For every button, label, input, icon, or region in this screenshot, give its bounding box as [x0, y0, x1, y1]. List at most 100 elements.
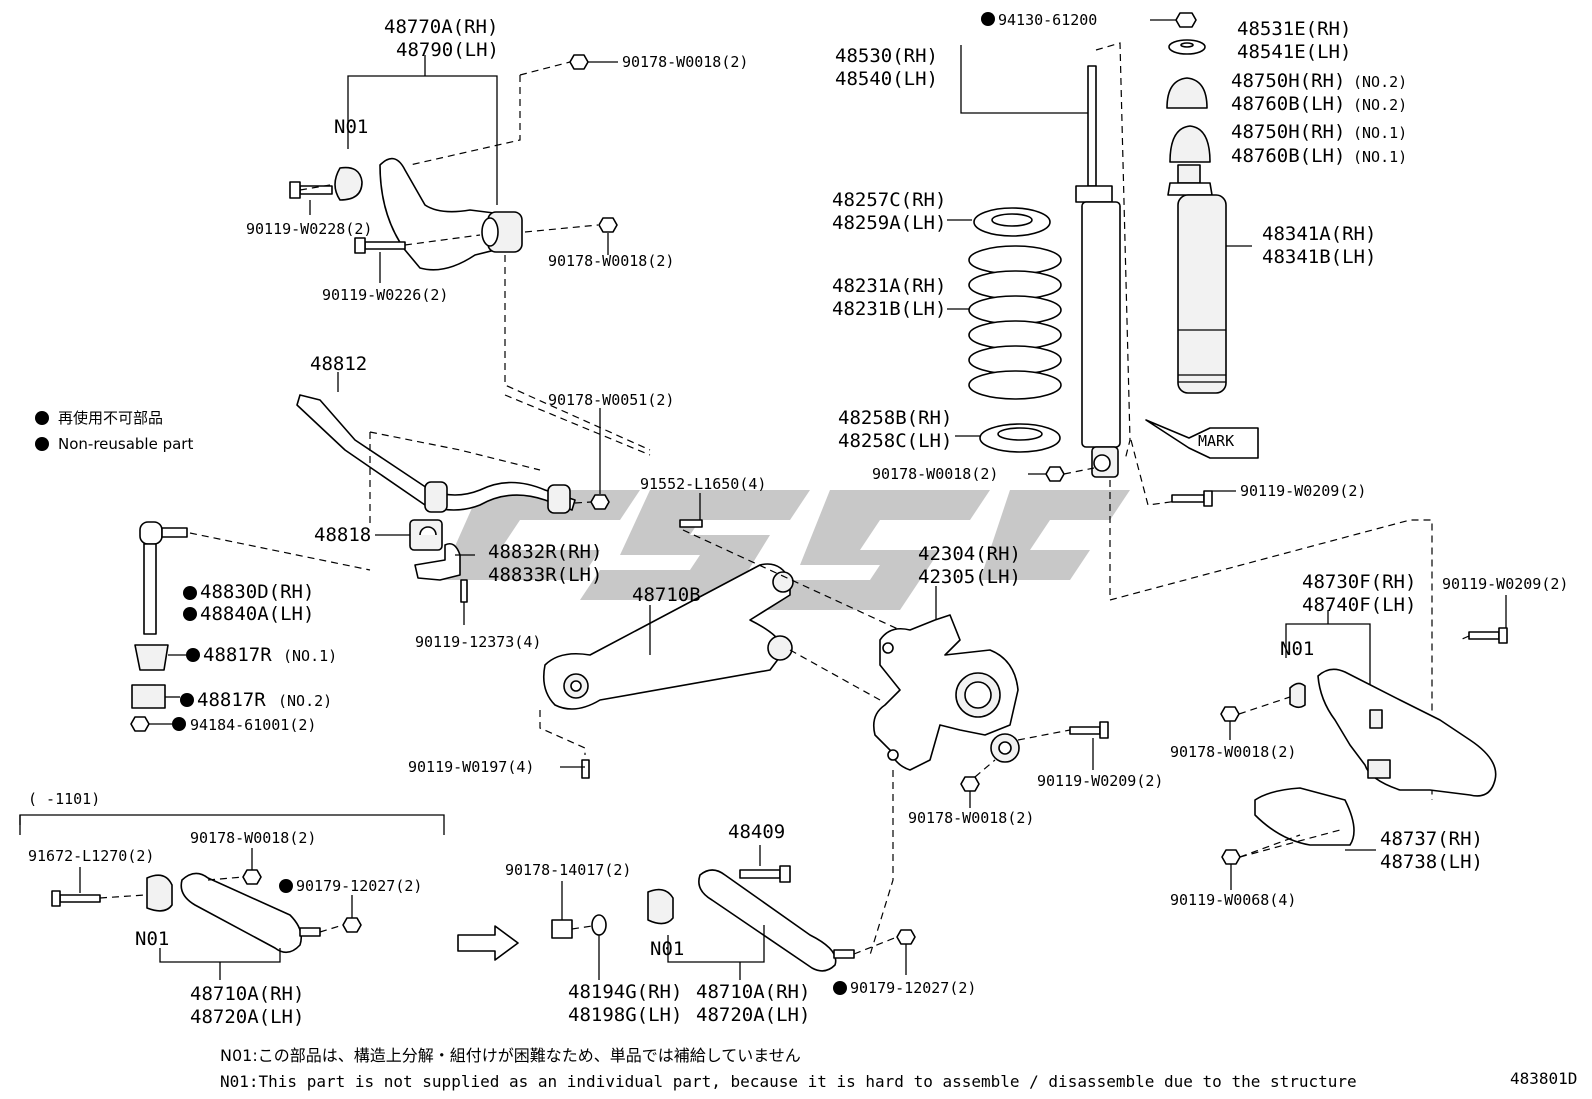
bolt-91552-l1650[interactable] — [679, 519, 703, 528]
label-no2-c: (NO.2) — [1353, 96, 1407, 114]
nut-94130[interactable] — [1175, 12, 1197, 28]
bump-stop-48341a[interactable] — [1177, 194, 1227, 394]
nut-90178-w0018-top[interactable] — [569, 54, 589, 70]
knuckle-group: 42304(RH) 42305(LH) 90119-W0209(2) 90178… — [869, 543, 1163, 956]
callout-48830d: 48830D(RH) — [200, 581, 314, 603]
callout-48737: 48737(RH) — [1380, 828, 1483, 850]
callout-90178-w0018-shock: 90178-W0018(2) — [872, 465, 998, 483]
callout-48341b: 48341B(LH) — [1262, 246, 1376, 268]
callout-mark: MARK — [1198, 432, 1234, 450]
old-arm-box: ( -1101) 91672-L1270(2) 90178-W0018(2) 9… — [19, 790, 445, 1028]
diagram-code: 483801D — [1510, 1069, 1577, 1088]
watermark-logo — [440, 490, 1130, 610]
callout-90178-14017: 90178-14017(2) — [505, 861, 631, 879]
legend-en: Non-reusable part — [58, 435, 193, 453]
shock-spring-group: 94130-61200 48530(RH) 48540(LH) MARK 485… — [832, 11, 1433, 800]
shock-absorber[interactable] — [1081, 201, 1121, 448]
callout-48259a: 48259A(LH) — [832, 212, 946, 234]
callout-42305: 42305(LH) — [918, 566, 1021, 588]
non-reusable-marker-icon — [981, 12, 995, 26]
arrow-right-icon — [457, 925, 519, 961]
arm-48710a-old[interactable] — [180, 872, 303, 954]
label-no1-c: (NO.1) — [1353, 148, 1407, 166]
non-reusable-marker-icon — [183, 586, 197, 600]
callout-48231b: 48231B(LH) — [832, 298, 946, 320]
stabilizer-group: 48812 90178-W0051(2) 48818 48832R(RH) 48… — [296, 353, 674, 651]
coil-spring-48231a[interactable] — [968, 245, 1062, 400]
callout-90119-w0068: 90119-W0068(4) — [1170, 891, 1296, 909]
callout-48258c: 48258C(LH) — [838, 430, 952, 452]
n01-bushing-new[interactable] — [647, 888, 674, 925]
callout-48531e: 48531E(RH) — [1237, 18, 1351, 40]
callout-48530: 48530(RH) — [835, 45, 938, 67]
nut-90178-w0018-shock[interactable] — [1045, 466, 1065, 482]
n01-bushing-box[interactable] — [146, 874, 173, 912]
bolt-90119-w0197[interactable] — [581, 759, 590, 779]
callout-48231a: 48231A(RH) — [832, 275, 946, 297]
bushing-48817r-no2[interactable] — [131, 684, 166, 709]
callout-48194g: 48194G(RH) — [568, 981, 682, 1003]
nut-90178-w0018-knuckle[interactable] — [960, 776, 980, 792]
callout-48812: 48812 — [310, 353, 367, 375]
callout-48833r: 48833R(LH) — [488, 564, 602, 586]
callout-48818: 48818 — [314, 524, 371, 546]
bolt-90119-w0209-knuckle[interactable] — [1069, 726, 1101, 735]
bolt-90119-w0068[interactable] — [1221, 849, 1241, 865]
callout-90119-w0209-shock: 90119-W0209(2) — [1240, 482, 1366, 500]
callout-90119-w0209-right: 90119-W0209(2) — [1442, 575, 1568, 593]
callout-48740f: 48740F(LH) — [1302, 594, 1416, 616]
callout-48720a-box: 48720A(LH) — [190, 1006, 304, 1028]
nut-90179-12027-new[interactable] — [896, 929, 916, 945]
upper-arm-group: 48770A(RH) 48790(LH) N01 90178-W0018(2) … — [246, 16, 748, 451]
callout-48817r-no2: 48817R — [197, 689, 266, 711]
nut-90178-14017[interactable] — [551, 919, 573, 939]
callout-90119-w0197: 90119-W0197(4) — [408, 758, 534, 776]
stabilizer-link-48830d[interactable] — [139, 521, 163, 545]
washer-48194g[interactable] — [591, 914, 607, 936]
stabilizer-link-group: 48830D(RH) 48840A(LH) 48817R (NO.1) 4881… — [130, 521, 371, 734]
non-reusable-marker-icon — [35, 411, 49, 425]
lower-arm-48730f[interactable] — [1317, 668, 1497, 797]
nut-94184-61001[interactable] — [130, 716, 150, 732]
callout-48257c: 48257C(RH) — [832, 189, 946, 211]
nut-90178-w0051[interactable] — [590, 494, 610, 510]
nut-90178-w0018-upper[interactable] — [598, 217, 618, 233]
non-reusable-marker-icon — [186, 648, 200, 662]
callout-90178-w0018-knuckle: 90178-W0018(2) — [908, 809, 1034, 827]
callout-48832r: 48832R(RH) — [488, 541, 602, 563]
nut-90178-w0018-right[interactable] — [1220, 706, 1240, 722]
bolt-90119-w0209-shock[interactable] — [1171, 494, 1205, 503]
non-reusable-marker-icon — [35, 437, 49, 451]
n01-bushing-right[interactable] — [1289, 682, 1306, 709]
new-arm-group: 90178-14017(2) 48194G(RH) 48198G(LH) 484… — [505, 821, 976, 1026]
bolt-48409[interactable] — [739, 869, 781, 879]
shock-collar — [1075, 185, 1113, 203]
callout-90119-w0226: 90119-W0226(2) — [322, 286, 448, 304]
bolt-90119-w0226[interactable] — [364, 241, 406, 250]
mount-48750h-no1[interactable] — [1169, 125, 1211, 163]
nut-90178-w0018-box[interactable] — [242, 869, 262, 885]
n01-bushing-upper[interactable] — [334, 166, 363, 201]
callout-48760b-no1: 48760B(LH) — [1231, 145, 1345, 167]
callout-48770a: 48770A(RH) — [384, 16, 498, 38]
callout-48258b: 48258B(RH) — [838, 407, 952, 429]
label-no2: (NO.2) — [278, 692, 332, 710]
legend-jp: 再使用不可部品 — [58, 409, 163, 427]
knuckle-42304[interactable] — [872, 614, 1019, 771]
bolt-90119-12373[interactable] — [460, 579, 468, 603]
lower-arm-48710b[interactable] — [542, 563, 791, 710]
note-en: N01:This part is not supplied as an indi… — [220, 1072, 1357, 1091]
nut-90179-12027-box[interactable] — [342, 917, 362, 933]
bushing-48817r-no1[interactable] — [134, 644, 169, 671]
non-reusable-marker-icon — [833, 981, 847, 995]
bolt-90119-w0209-right[interactable] — [1468, 631, 1500, 640]
callout-90178-w0018-upper: 90178-W0018(2) — [548, 252, 674, 270]
callout-48198g: 48198G(LH) — [568, 1004, 682, 1026]
guard-48737[interactable] — [1254, 787, 1355, 846]
bracket-48832r[interactable] — [414, 542, 461, 581]
callout-48790: 48790(LH) — [396, 39, 499, 61]
bolt-91672-l1270[interactable] — [59, 894, 101, 903]
arm-48710a-new[interactable] — [698, 869, 837, 972]
mount-48750h-no2[interactable] — [1166, 77, 1208, 109]
callout-48541e: 48541E(LH) — [1237, 41, 1351, 63]
